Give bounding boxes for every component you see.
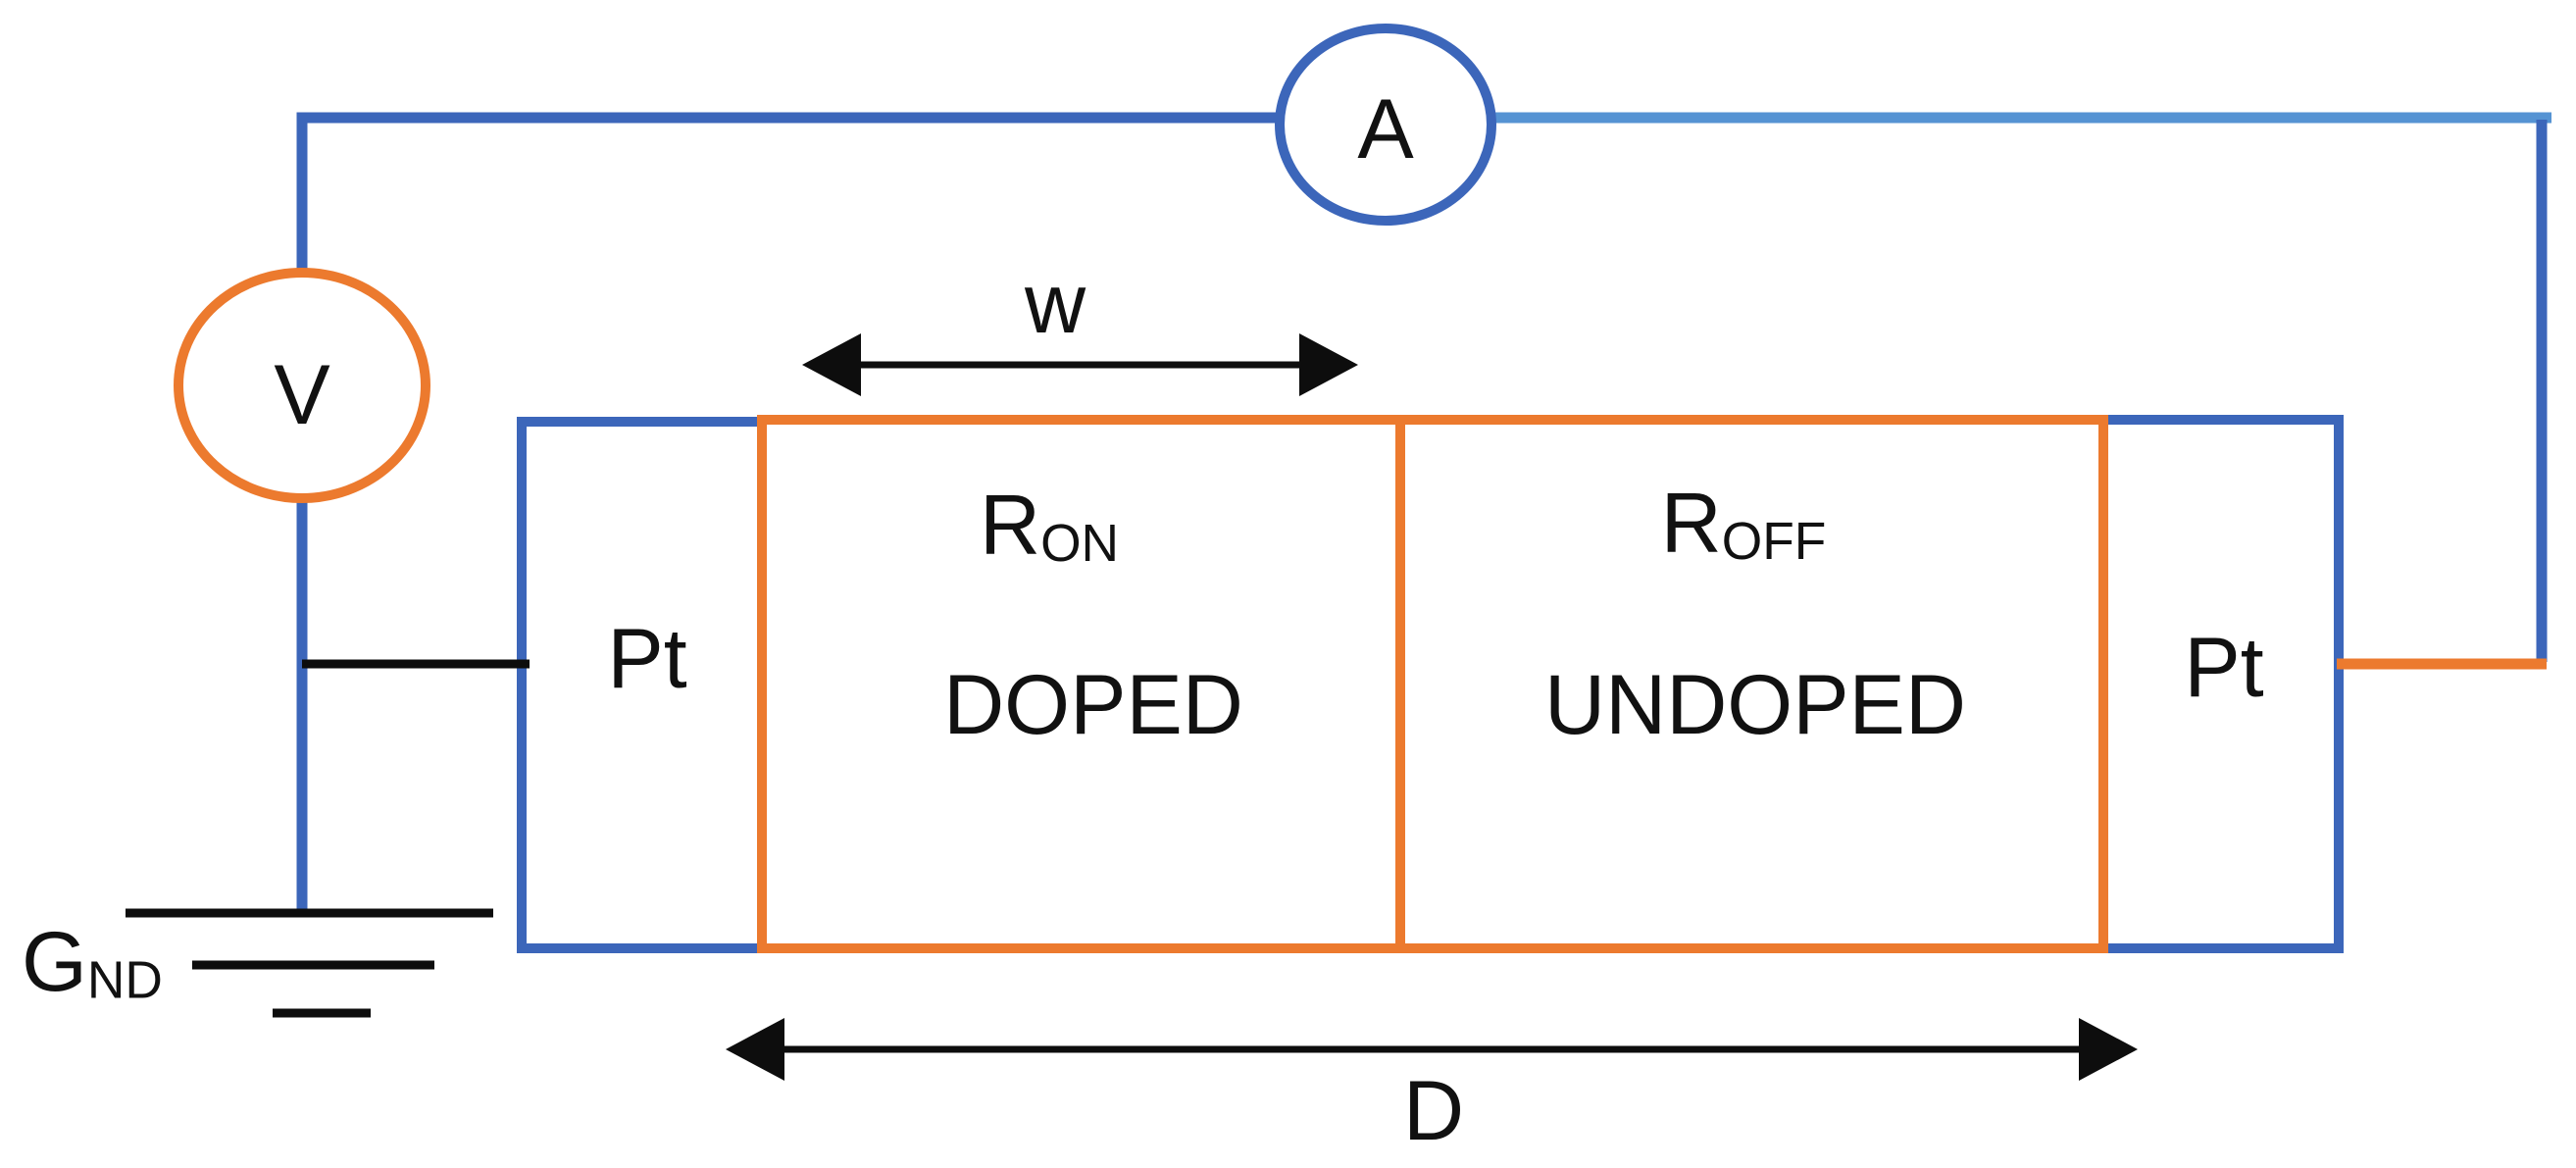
right-electrode-label: Pt bbox=[2184, 621, 2264, 715]
r-off-main: R bbox=[1660, 476, 1722, 571]
ground-label: GND bbox=[22, 920, 163, 1007]
r-on-main: R bbox=[979, 478, 1041, 573]
ground-label-sub: ND bbox=[86, 951, 163, 1010]
device-length-arrow-right-head-icon bbox=[2079, 1018, 2138, 1081]
r-on-sub: ON bbox=[1040, 515, 1120, 574]
device-length-label: D bbox=[1402, 1064, 1465, 1158]
r-off-label: ROFF bbox=[1661, 482, 1827, 569]
ground-label-main: G bbox=[22, 915, 87, 1009]
voltmeter-label: V bbox=[274, 348, 330, 442]
width-arrow-left-head-icon bbox=[802, 333, 861, 396]
undoped-region-label: UNDOPED bbox=[1543, 658, 1967, 752]
ammeter-label: A bbox=[1357, 82, 1414, 177]
wire-voltmeter-to-ammeter bbox=[296, 112, 1386, 913]
width-dimension-label: w bbox=[1024, 257, 1086, 351]
width-arrow-right-head-icon bbox=[1299, 333, 1358, 396]
doped-region-label: DOPED bbox=[943, 658, 1243, 752]
voltmeter-circle bbox=[174, 268, 430, 503]
ammeter-circle bbox=[1275, 24, 1496, 226]
r-off-sub: OFF bbox=[1721, 513, 1827, 572]
r-on-label: RON bbox=[980, 483, 1119, 571]
device-length-arrow-left-head-icon bbox=[726, 1018, 784, 1081]
left-electrode-label: Pt bbox=[607, 612, 687, 706]
undoped-region-box bbox=[1395, 415, 2108, 953]
